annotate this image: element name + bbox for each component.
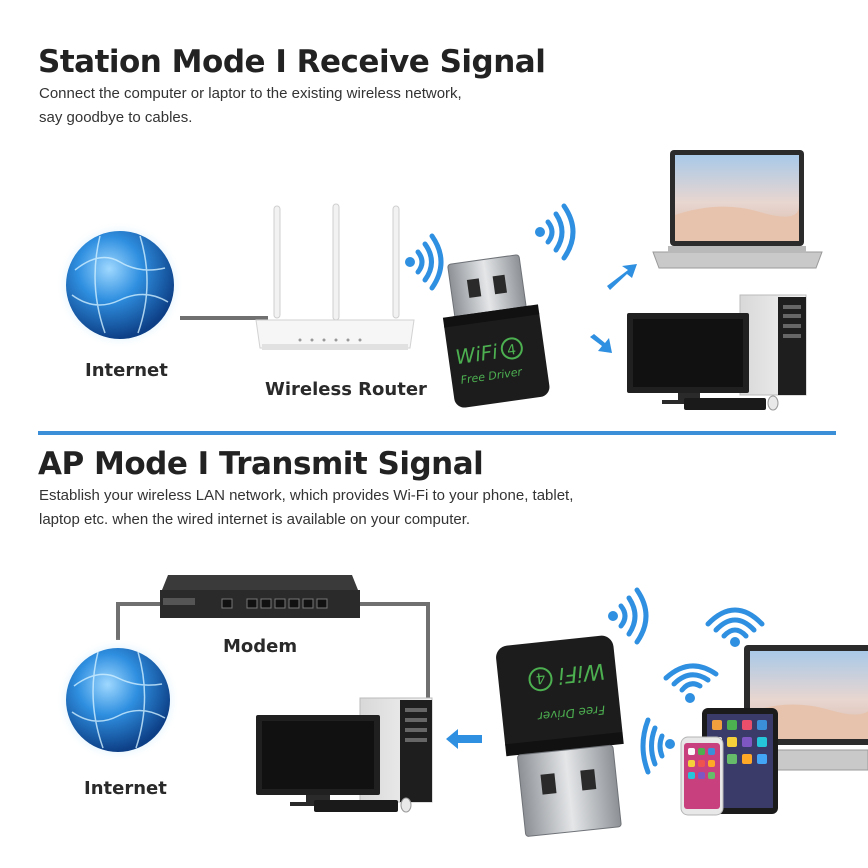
wifi-waves-icon: [535, 203, 576, 261]
adapter-brand-text: WiFi: [454, 340, 500, 370]
ethernet-cable: [116, 602, 160, 640]
wifi-waves-icon: [405, 233, 444, 291]
desktop-pc-icon: [256, 697, 433, 813]
arrow-icon: [607, 264, 637, 290]
modem-icon: [160, 575, 360, 618]
section-divider: [38, 431, 836, 435]
wifi-waves-icon: [608, 587, 649, 645]
station-mode-title: Station Mode I Receive Signal: [38, 44, 546, 80]
arrow-icon: [446, 729, 482, 749]
phone-icon: [680, 736, 724, 816]
ap-mode-description: Establish your wireless LAN network, whi…: [39, 484, 679, 532]
adapter-brand-text: WiFi: [557, 658, 606, 688]
ap-desc-line-2: laptop etc. when the wired internet is a…: [39, 511, 471, 528]
wireless-router-label: Wireless Router: [265, 379, 427, 400]
adapter-badge-text: 4: [506, 342, 517, 359]
station-mode-description: Connect the computer or laptor to the ex…: [39, 82, 599, 130]
wifi-waves-icon: [663, 663, 719, 703]
ap-mode-title: AP Mode I Transmit Signal: [38, 446, 484, 482]
adapter-badge-text: 4: [535, 669, 546, 688]
ethernet-cable: [360, 602, 430, 702]
ap-internet-label: Internet: [84, 778, 167, 799]
wifi-waves-icon: [640, 717, 675, 775]
usb-adapter-icon: WiFi 4 Free Driver: [496, 635, 624, 837]
desktop-pc-icon: [627, 294, 807, 411]
station-desc-line-2: say goodbye to cables.: [39, 109, 193, 126]
arrow-icon: [590, 334, 612, 353]
station-desc-line-1: Connect the computer or laptor to the ex…: [39, 85, 462, 102]
station-internet-label: Internet: [85, 360, 168, 381]
laptop-icon: [652, 150, 823, 269]
globe-icon: [56, 221, 184, 349]
wifi-waves-icon: [705, 607, 765, 647]
modem-label: Modem: [223, 636, 298, 657]
globe-icon: [56, 638, 180, 762]
ap-desc-line-1: Establish your wireless LAN network, whi…: [39, 487, 574, 504]
router-icon: [255, 203, 415, 350]
usb-adapter-icon: WiFi 4 Free Driver: [442, 254, 550, 408]
